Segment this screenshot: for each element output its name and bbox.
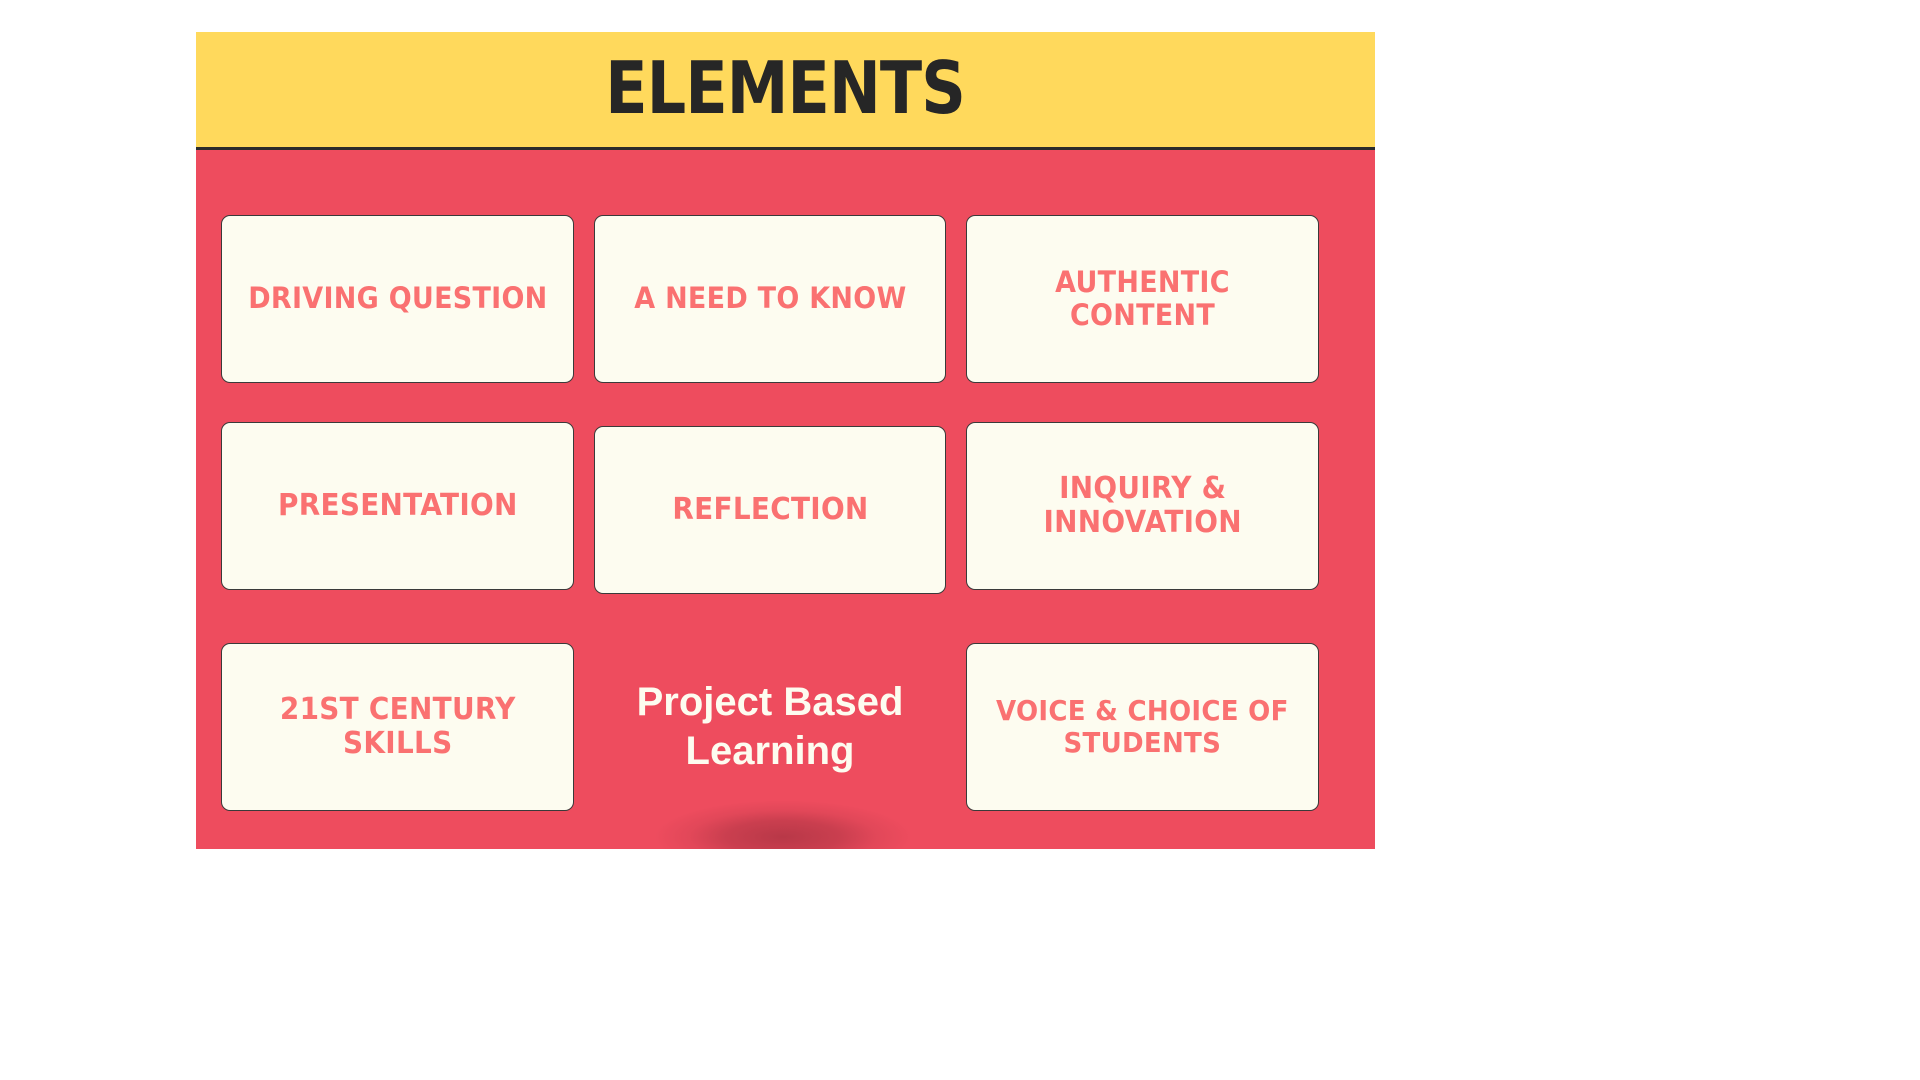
card-label: A NEED TO KNOW [633, 281, 907, 316]
card-authentic-content[interactable]: AUTHENTIC CONTENT [966, 215, 1319, 383]
card-label: VOICE & CHOICE OF STUDENTS [996, 694, 1289, 759]
card-inquiry-innovation[interactable]: INQUIRY & INNOVATION [966, 422, 1319, 590]
card-label: DRIVING QUESTION [247, 281, 548, 316]
slide-body: DRIVING QUESTION A NEED TO KNOW AUTHENTI… [196, 150, 1375, 849]
card-a-need-to-know[interactable]: A NEED TO KNOW [594, 215, 946, 383]
elements-slide: ELEMENTS DRIVING QUESTION A NEED TO KNOW… [196, 32, 1375, 849]
card-reflection[interactable]: REFLECTION [594, 426, 946, 594]
page-title: ELEMENTS [605, 45, 967, 130]
card-voice-choice-of-students[interactable]: VOICE & CHOICE OF STUDENTS [966, 643, 1319, 811]
card-presentation[interactable]: PRESENTATION [221, 422, 574, 590]
slide-header: ELEMENTS [196, 32, 1375, 147]
card-label: 21ST CENTURY SKILLS [279, 691, 516, 761]
center-label-project-based-learning: Project Based Learning [636, 680, 904, 773]
card-21st-century-skills[interactable]: 21ST CENTURY SKILLS [221, 643, 574, 811]
card-label: INQUIRY & INNOVATION [1043, 470, 1242, 540]
card-label: REFLECTION [671, 491, 869, 527]
card-label: PRESENTATION [277, 487, 518, 523]
card-label: AUTHENTIC CONTENT [1055, 264, 1230, 332]
card-driving-question[interactable]: DRIVING QUESTION [221, 215, 574, 383]
header-divider [196, 147, 1375, 150]
